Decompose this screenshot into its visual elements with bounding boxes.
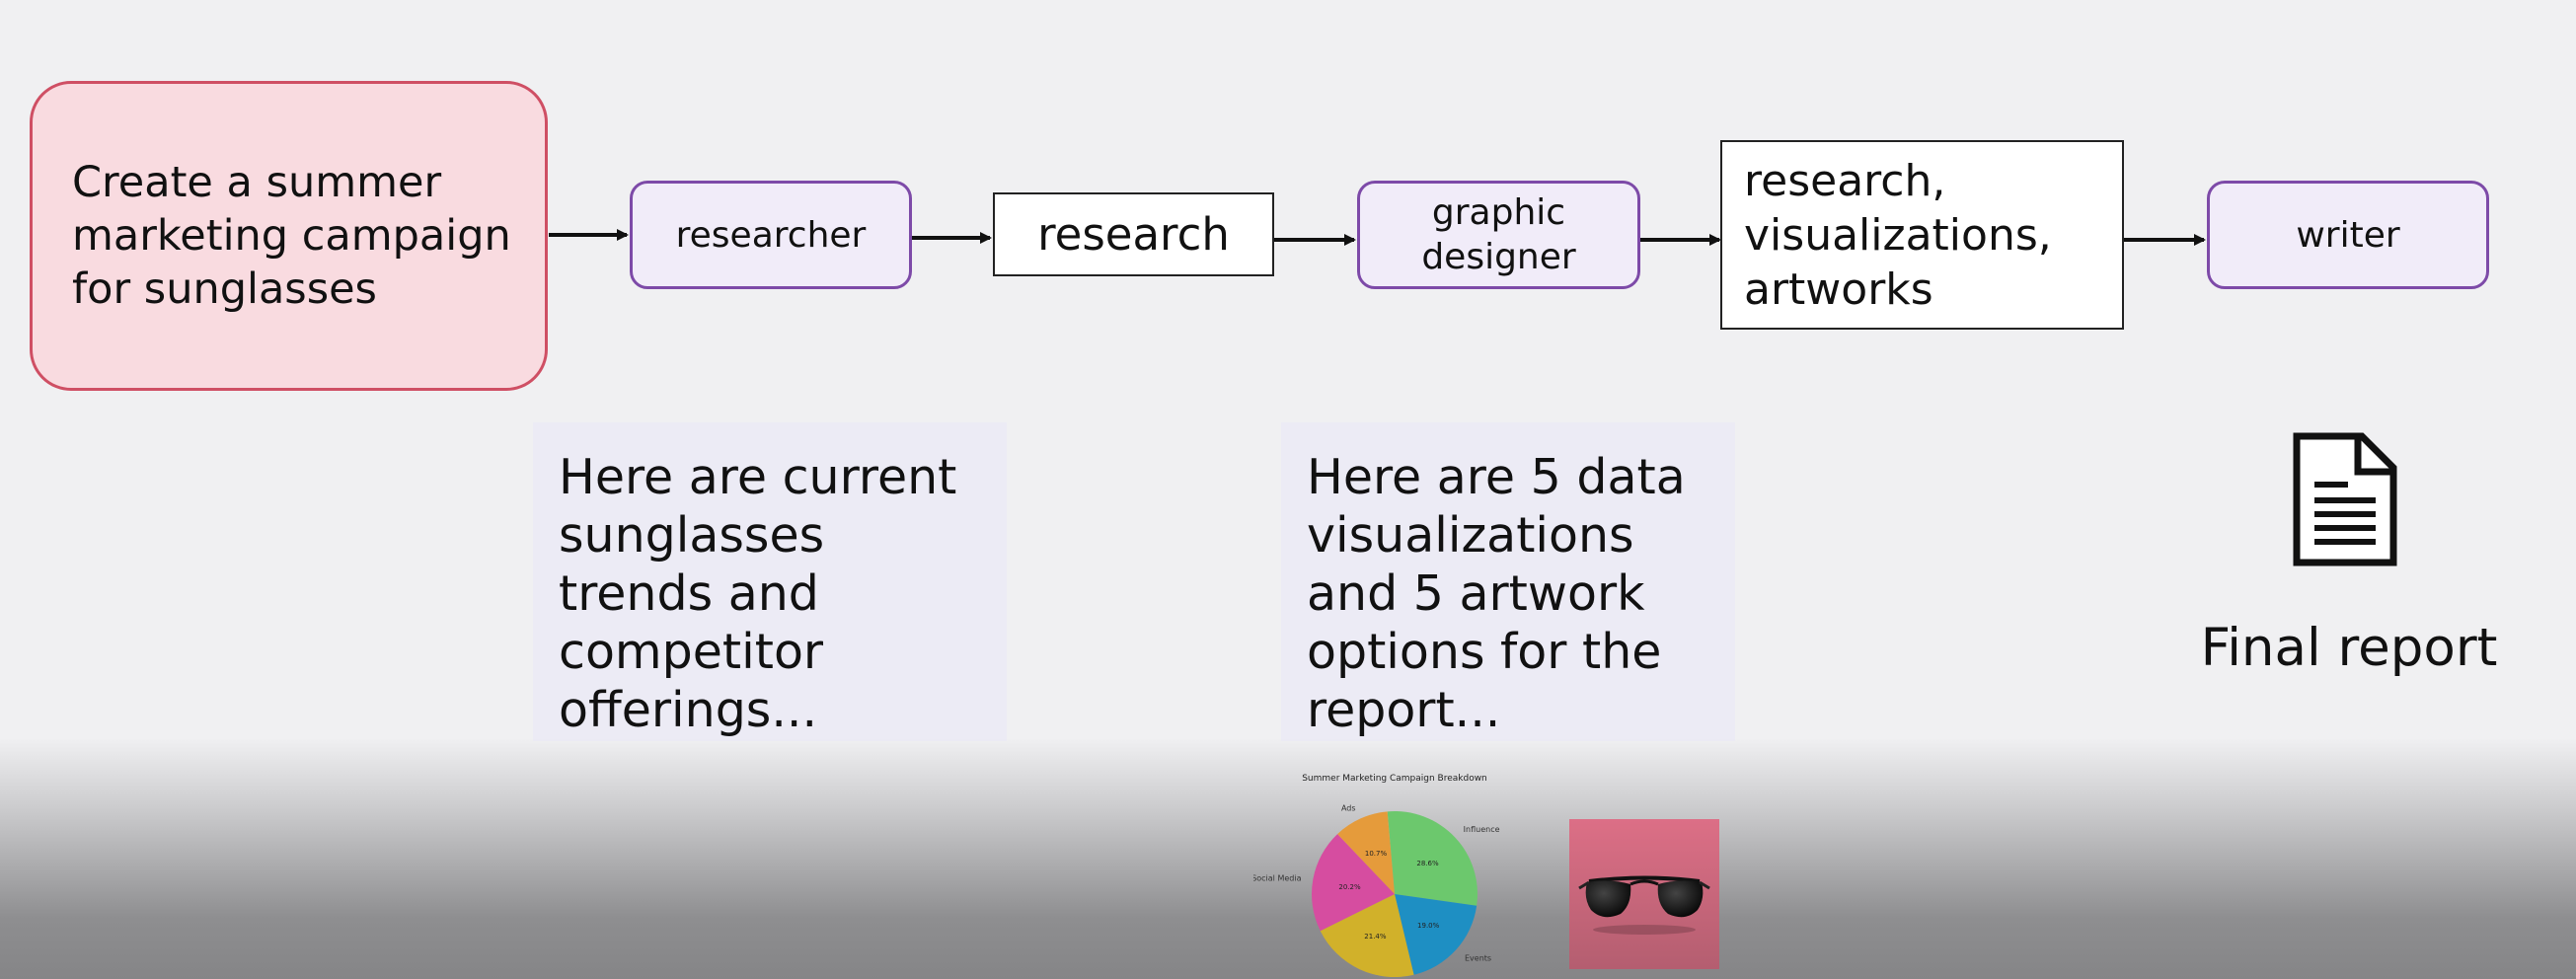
task-text: Create a summer marketing campaign for s… (72, 158, 511, 314)
pie-slice (1395, 894, 1477, 975)
sunglasses-artwork-thumbnail (1569, 819, 1719, 969)
pie-value-label: 28.6% (1416, 860, 1439, 867)
pie-category-label: Influencers (1464, 825, 1500, 834)
writer-label: writer (2296, 214, 2400, 256)
research-label: research (1037, 208, 1230, 261)
designer-output-text: Here are 5 data visualizations and 5 art… (1307, 449, 1686, 738)
researcher-output-note: Here are current sunglasses trends and c… (533, 422, 1007, 741)
document-icon (2293, 432, 2397, 566)
pie-value-label: 19.0% (1417, 922, 1440, 930)
designer-output-note: Here are 5 data visualizations and 5 art… (1281, 422, 1735, 741)
pie-slice (1320, 894, 1414, 977)
pie-chart-thumbnail: Summer Marketing Campaign Breakdown 28.6… (1253, 774, 1500, 977)
pie-slice (1337, 811, 1395, 894)
graphic-designer-label: graphic designer (1421, 192, 1576, 277)
researcher-output-text: Here are current sunglasses trends and c… (559, 449, 957, 738)
pie-category-label: Ads (1341, 803, 1356, 812)
writer-agent-node: writer (2207, 181, 2489, 289)
pie-category-label: Social Media (1253, 873, 1302, 882)
task-node: Create a summer marketing campaign for s… (30, 81, 548, 391)
pie-slice (1312, 834, 1395, 932)
researcher-label: researcher (675, 214, 867, 256)
outputs-label: research, visualizations, artworks (1744, 155, 2052, 315)
pie-category-label: Events (1465, 954, 1491, 963)
pie-slice (1387, 811, 1477, 906)
pie-chart-title: Summer Marketing Campaign Breakdown (1302, 774, 1487, 784)
bottom-fade-overlay (0, 738, 2576, 979)
graphic-designer-agent-node: graphic designer (1357, 181, 1640, 289)
researcher-agent-node: researcher (630, 181, 912, 289)
pie-value-label: 20.2% (1338, 883, 1361, 891)
sunglasses-icon (1578, 875, 1710, 935)
pie-value-label: 10.7% (1365, 850, 1388, 858)
research-artifact-node: research (993, 192, 1274, 276)
final-report-label: Final report (2200, 618, 2498, 678)
outputs-artifact-node: research, visualizations, artworks (1720, 140, 2124, 330)
pie-value-label: 21.4% (1364, 933, 1387, 941)
